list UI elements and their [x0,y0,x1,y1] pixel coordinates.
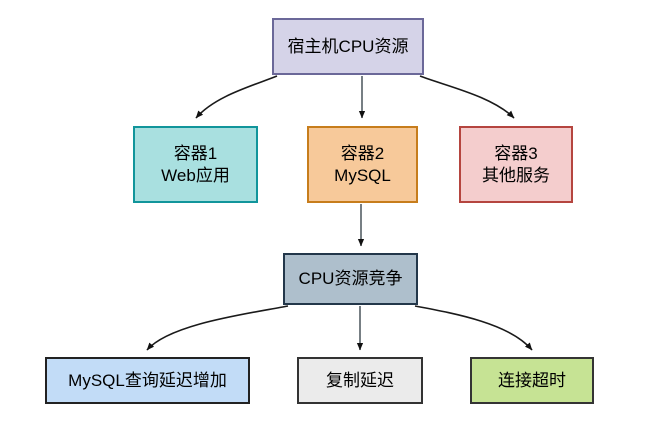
edge-cpu-contention-to-query-latency [146,305,289,351]
node-connection-timeout-line-1: 连接超时 [498,370,566,390]
node-container2-line-2: MySQL [334,165,391,185]
edge-host-to-container3 [419,75,515,119]
node-container3-line-2: 其他服务 [482,165,550,185]
node-query-latency-line-1: MySQL查询延迟增加 [68,370,227,390]
node-container1-line-1: 容器1 [173,143,218,163]
node-cpu-contention[interactable]: CPU资源竞争 [283,253,418,305]
node-connection-timeout[interactable]: 连接超时 [470,357,594,404]
edge-cpu-contention-to-connection-timeout [414,305,533,351]
node-cpu-contention-line-1: CPU资源竞争 [298,269,403,289]
node-container1-line-2: Web应用 [161,165,230,185]
node-container2[interactable]: 容器2 MySQL [307,126,418,203]
node-host[interactable]: 宿主机CPU资源 [272,18,424,75]
node-replication-delay[interactable]: 复制延迟 [297,357,423,404]
node-container3[interactable]: 容器3 其他服务 [459,126,573,203]
node-container2-line-1: 容器2 [340,143,385,163]
node-query-latency[interactable]: MySQL查询延迟增加 [45,357,250,404]
node-container3-line-1: 容器3 [494,143,538,163]
node-replication-delay-line-1: 复制延迟 [326,370,394,390]
node-host-line-1: 宿主机CPU资源 [287,36,409,56]
edge-host-to-container1 [195,75,278,119]
node-container1[interactable]: 容器1 Web应用 [133,126,258,203]
